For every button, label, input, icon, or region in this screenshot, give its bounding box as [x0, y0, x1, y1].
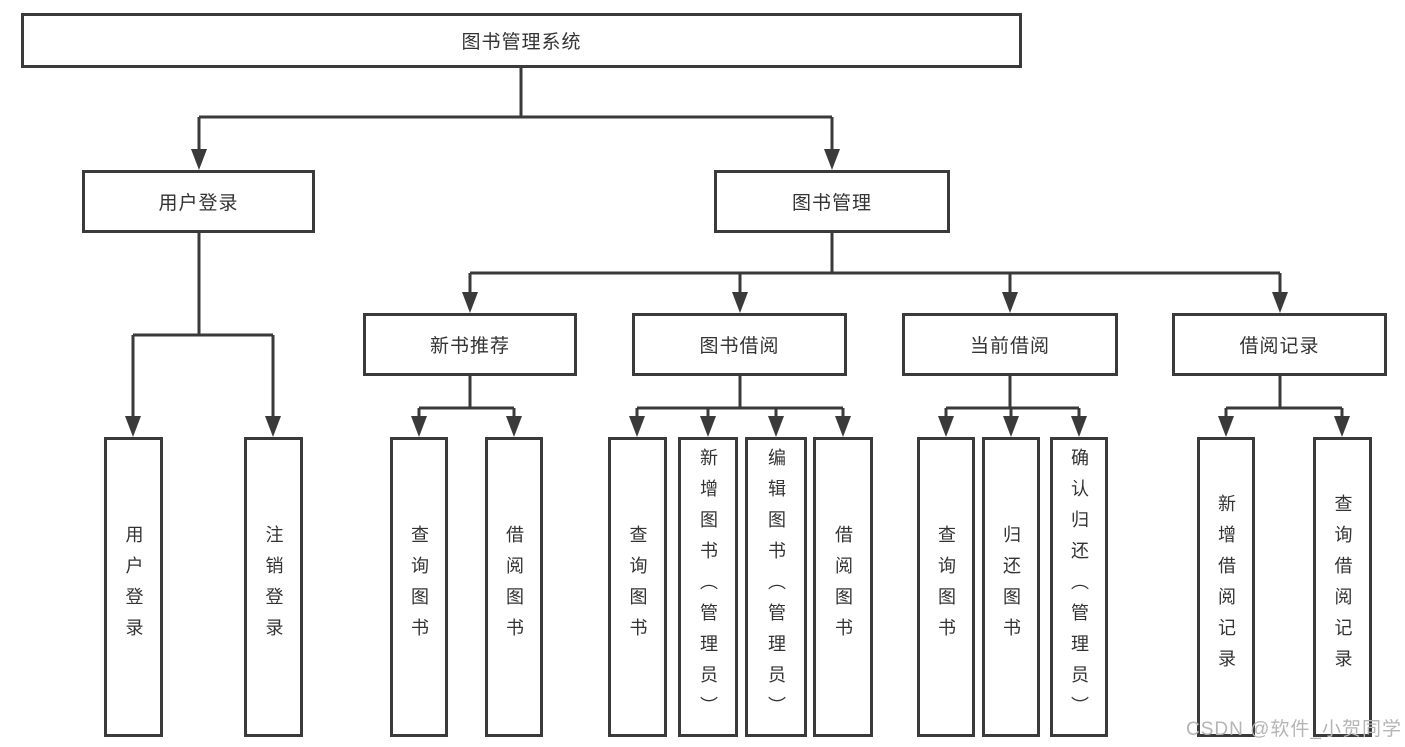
leaf-borrowing-query-books-label: 查询图书 [627, 525, 648, 649]
node-book-borrowing: 图书借阅 [632, 313, 847, 376]
leaf-confirm-return-admin-label: 确认归还（管理员） [1069, 447, 1089, 727]
leaf-add-books-admin: 新增图书（管理员） [678, 437, 738, 737]
leaf-borrowing-borrow-books-label: 借阅图书 [833, 525, 853, 649]
leaf-logout-label: 注销登录 [263, 525, 284, 649]
leaf-add-borrow-record-label: 新增借阅记录 [1216, 494, 1236, 680]
node-current-borrowing-label: 当前借阅 [969, 336, 1050, 357]
node-new-book-recommend: 新书推荐 [363, 313, 577, 376]
node-book-management-label: 图书管理 [791, 193, 872, 214]
csdn-watermark: CSDN @软件_小贺同学 [1186, 719, 1402, 740]
node-library-system: 图书管理系统 [21, 13, 1022, 68]
leaf-edit-books-admin-label: 编辑图书（管理员） [766, 447, 786, 727]
leaf-return-books-label: 归还图书 [1001, 525, 1021, 649]
node-user-login: 用户登录 [82, 170, 315, 233]
node-new-book-recommend-label: 新书推荐 [429, 336, 510, 357]
leaf-current-query-books-label: 查询图书 [936, 525, 956, 649]
leaf-user-login: 用户登录 [104, 437, 163, 737]
leaf-edit-books-admin: 编辑图书（管理员） [745, 437, 807, 737]
leaf-recommend-borrow-books: 借阅图书 [485, 437, 543, 737]
node-library-system-label: 图书管理系统 [461, 32, 582, 53]
leaf-logout: 注销登录 [244, 437, 303, 737]
leaf-current-query-books: 查询图书 [917, 437, 975, 737]
leaf-query-borrow-record-label: 查询借阅记录 [1332, 494, 1353, 680]
leaf-borrowing-borrow-books: 借阅图书 [813, 437, 873, 737]
leaf-add-borrow-record: 新增借阅记录 [1197, 437, 1255, 737]
leaf-query-borrow-record: 查询借阅记录 [1313, 437, 1372, 737]
leaf-recommend-borrow-books-label: 借阅图书 [504, 525, 524, 649]
node-book-management: 图书管理 [714, 170, 950, 233]
node-current-borrowing: 当前借阅 [902, 313, 1118, 376]
leaf-borrowing-query-books: 查询图书 [608, 437, 667, 737]
node-user-login-label: 用户登录 [158, 193, 239, 214]
node-book-borrowing-label: 图书借阅 [699, 336, 780, 357]
leaf-user-login-label: 用户登录 [123, 525, 144, 649]
node-borrowing-records: 借阅记录 [1172, 313, 1387, 376]
leaf-add-books-admin-label: 新增图书（管理员） [698, 447, 718, 727]
leaf-recommend-query-books: 查询图书 [390, 437, 448, 737]
leaf-recommend-query-books-label: 查询图书 [409, 525, 429, 649]
leaf-confirm-return-admin: 确认归还（管理员） [1050, 437, 1108, 737]
leaf-return-books: 归还图书 [982, 437, 1040, 737]
node-borrowing-records-label: 借阅记录 [1239, 336, 1320, 357]
